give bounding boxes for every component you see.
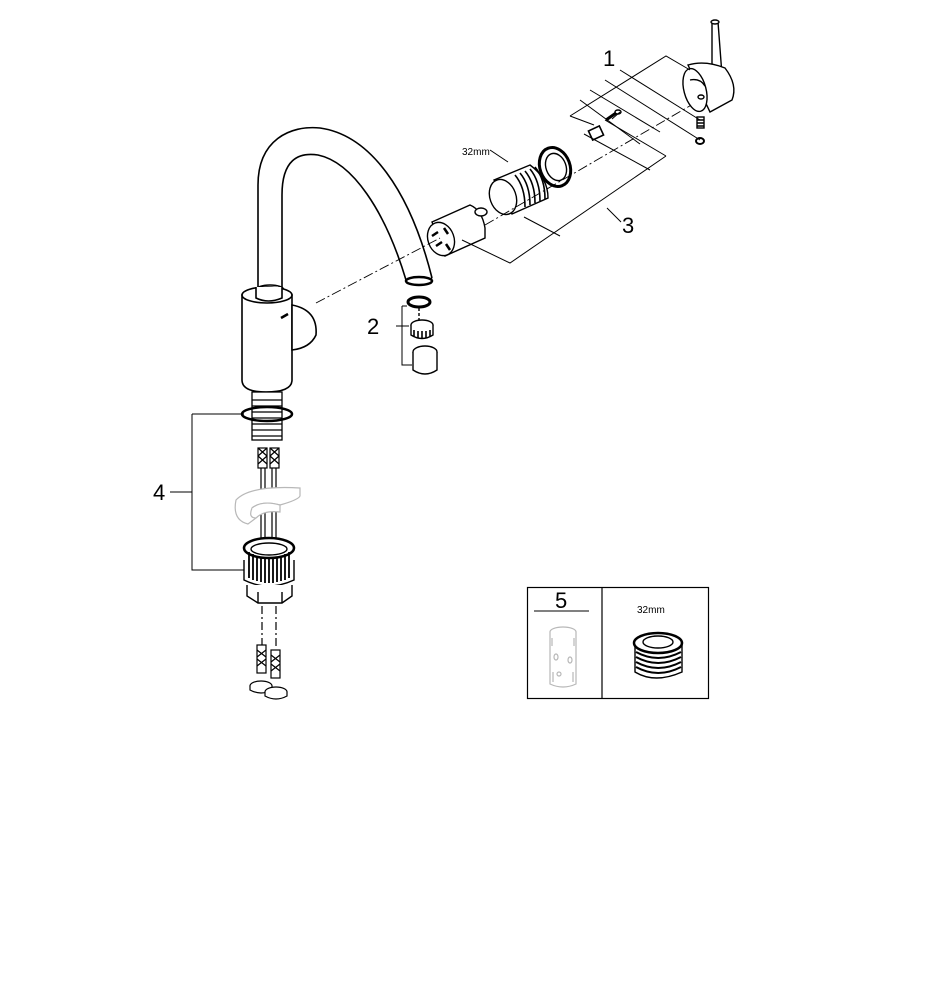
faucet-body: [241, 126, 434, 393]
cartridge-set: [426, 109, 622, 257]
callout-5: 5: [555, 588, 567, 613]
callout-3: 3: [622, 213, 634, 238]
callout-leader-lines: [170, 55, 701, 571]
threaded-shank: [240, 391, 294, 441]
horseshoe-washer: [234, 486, 301, 525]
assembly-axis-lines: [315, 99, 701, 304]
inset-dimension-label: 32mm: [637, 605, 665, 616]
callout-4: 4: [153, 480, 165, 505]
lever-handle: [682, 19, 735, 145]
mounting-nut: [242, 536, 296, 604]
cartridge-tool-icon: [549, 626, 577, 688]
bonnet-32mm-icon: [632, 631, 684, 679]
hose-connectors: [249, 606, 288, 700]
callout-2: 2: [367, 314, 379, 339]
aerator-set: [406, 295, 438, 375]
inset-box: 5 32mm: [526, 586, 710, 700]
bonnet-dimension-label: 32mm: [462, 147, 490, 158]
callout-1: 1: [603, 46, 615, 71]
